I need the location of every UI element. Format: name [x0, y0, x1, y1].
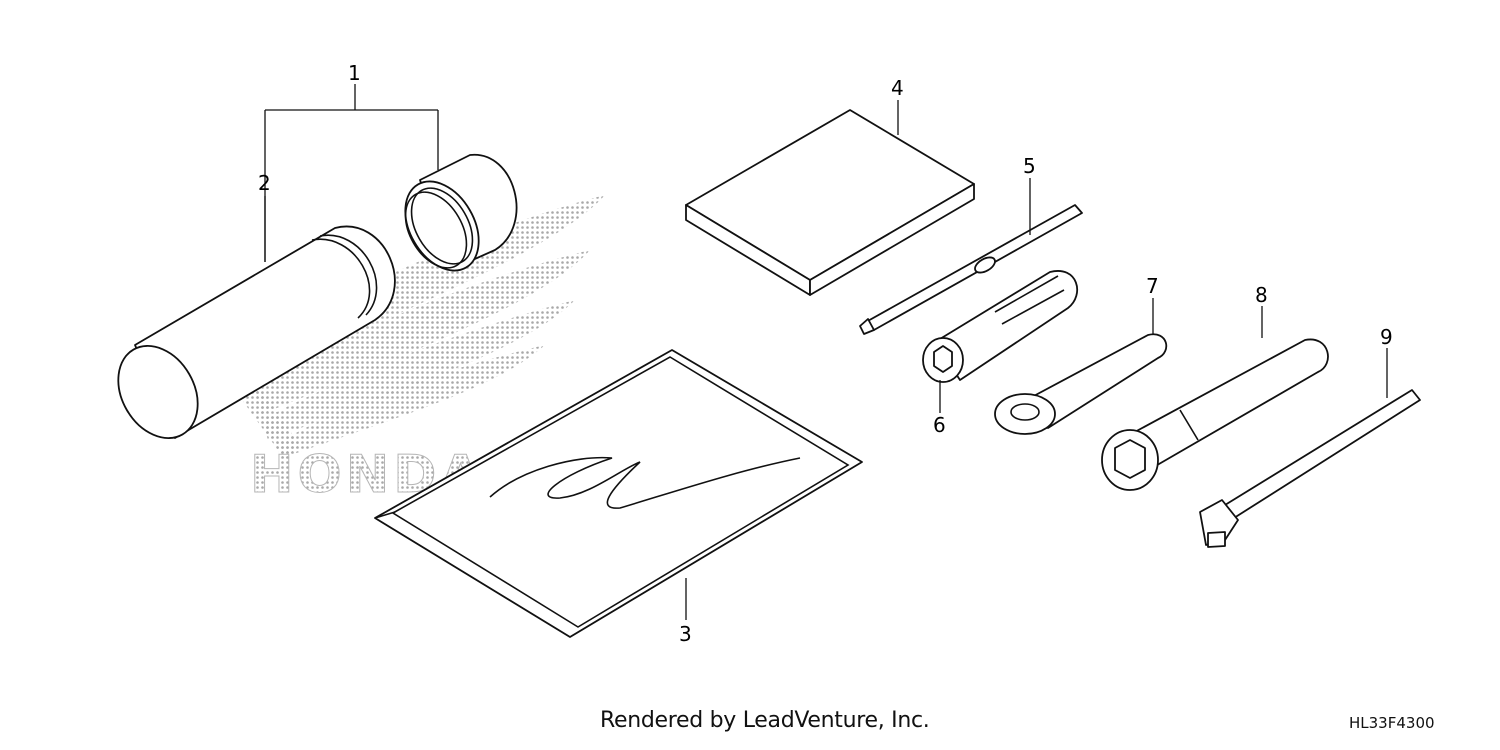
callout-6[interactable]: 6: [933, 413, 946, 437]
tube-cap[interactable]: [390, 154, 518, 284]
handle-bar[interactable]: [1199, 389, 1421, 548]
diagram-code: HL33F4300: [1349, 714, 1435, 732]
leader-lines: [264, 84, 1388, 620]
callout-4[interactable]: 4: [891, 76, 904, 100]
plug-wrench[interactable]: [1101, 338, 1329, 491]
tool-tube[interactable]: [102, 225, 396, 453]
callout-1[interactable]: 1: [348, 61, 361, 85]
callout-3[interactable]: 3: [679, 622, 692, 646]
owners-manual[interactable]: [685, 109, 975, 296]
screwdriver-handle[interactable]: [922, 270, 1078, 383]
callout-7[interactable]: 7: [1146, 274, 1159, 298]
honda-watermark-text: HONDA: [250, 445, 485, 505]
callout-8[interactable]: 8: [1255, 283, 1268, 307]
screwdriver-blade[interactable]: [859, 204, 1083, 335]
callout-2[interactable]: 2: [258, 171, 271, 195]
document-bag[interactable]: [374, 349, 863, 638]
callout-9[interactable]: 9: [1380, 325, 1393, 349]
render-credit: Rendered by LeadVenture, Inc.: [600, 708, 930, 733]
spanner-wrench[interactable]: [994, 333, 1168, 435]
callout-5[interactable]: 5: [1023, 154, 1036, 178]
